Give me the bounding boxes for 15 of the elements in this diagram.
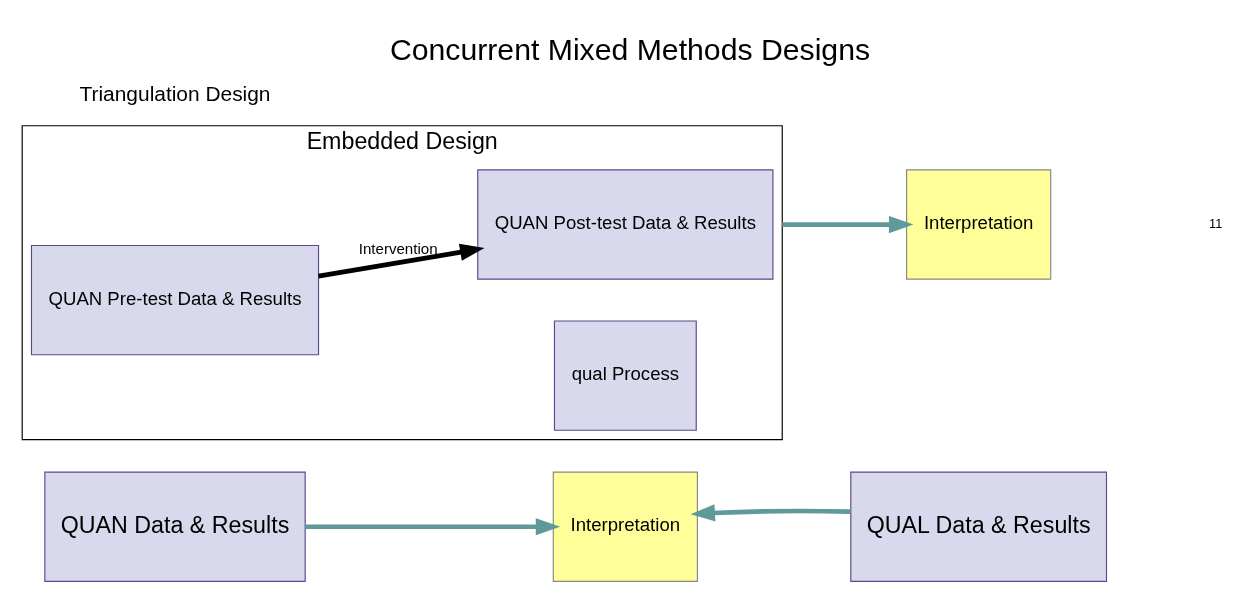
node-box: Interpretation (552, 471, 698, 582)
label: Triangulation Design (79, 81, 271, 105)
node-box: QUAN Pre-test Data & Results (30, 244, 320, 355)
node-box: qual Process (553, 319, 697, 431)
label: 11 (1209, 215, 1223, 231)
arrow (318, 243, 485, 278)
node-box: Interpretation (906, 168, 1052, 280)
arrow (305, 517, 561, 535)
arrow (782, 215, 914, 233)
node-box: QUAN Data & Results (44, 471, 306, 582)
arrow (690, 503, 851, 521)
diagram-title: Concurrent Mixed Methods Designs (389, 32, 871, 66)
node-box: QUAN Post-test Data & Results (477, 168, 774, 280)
node-box: QUAL Data & Results (850, 471, 1108, 582)
edge-label: Intervention (358, 239, 438, 257)
